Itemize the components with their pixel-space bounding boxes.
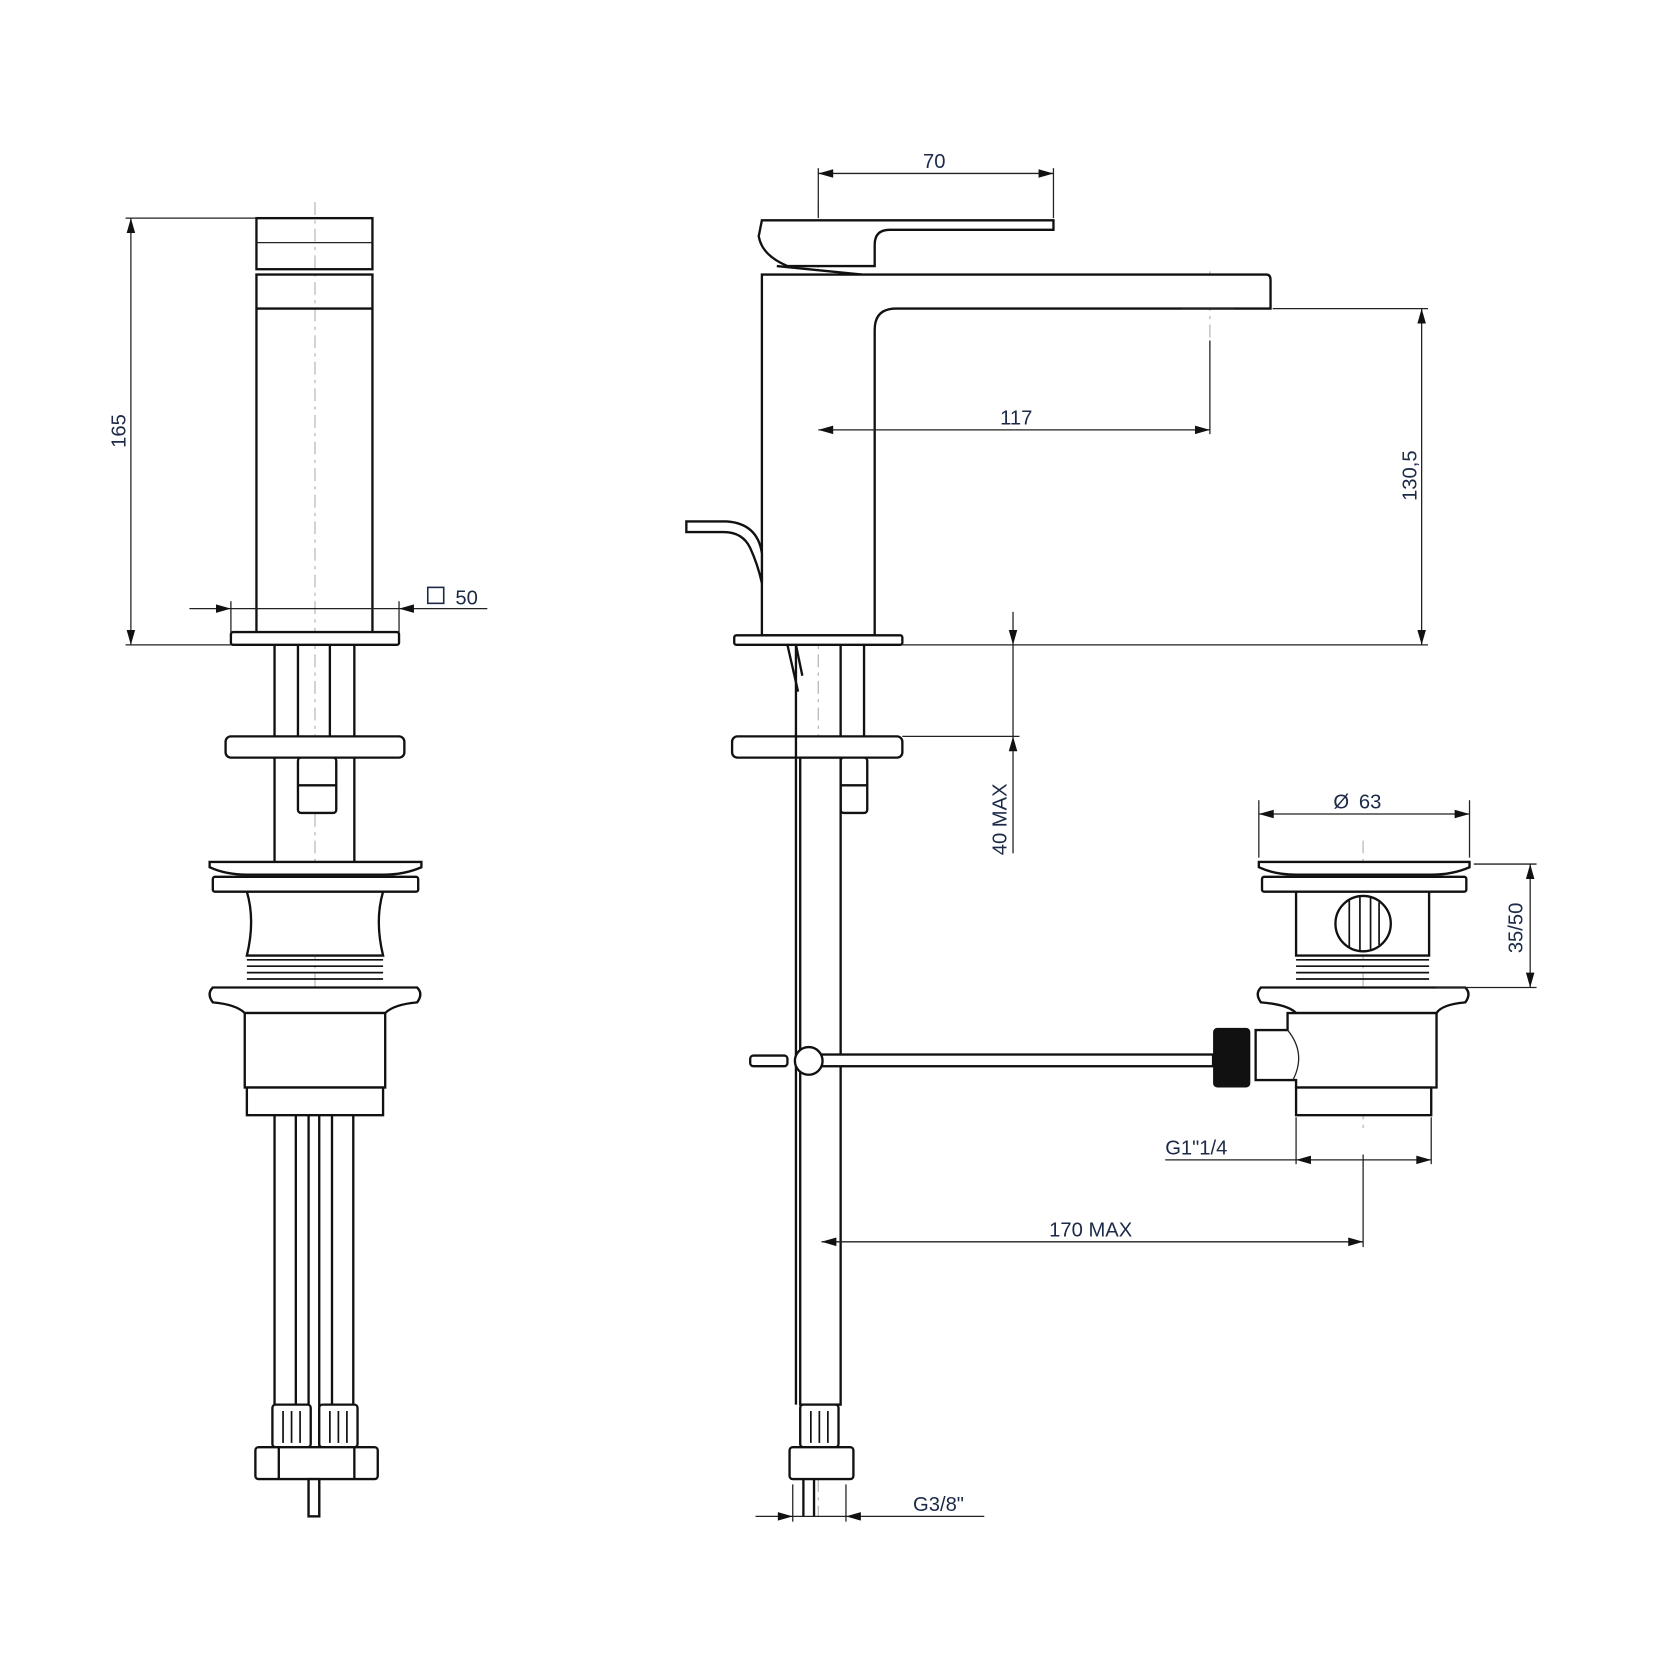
pop-up-rod: [818, 1053, 1215, 1068]
dim-label-130-5: 130,5: [1399, 450, 1421, 501]
side-hose: [799, 756, 842, 1406]
dimension-spout-reach: 117: [818, 340, 1211, 435]
dim-label-40-max: 40 MAX: [990, 783, 1012, 855]
dimension-waste-diameter: Ø 63: [1258, 792, 1471, 858]
side-hose-nut: [788, 1446, 855, 1481]
dimension-waste-thread: G1"1/4: [1165, 1117, 1432, 1165]
front-fixing-plate: [224, 735, 406, 759]
side-view: 70 117 130,5 40 MAX Ø 63: [685, 151, 1537, 1522]
front-handle-cap: [255, 216, 374, 271]
front-waste-cap: [208, 860, 423, 876]
pop-up-rod-joint: [793, 1045, 824, 1076]
side-waste-flange: [1256, 986, 1470, 1015]
square-symbol-icon: [426, 586, 445, 605]
side-fixing-plate: [730, 735, 904, 759]
side-handle: [757, 219, 1055, 268]
dim-label-70: 70: [923, 151, 945, 173]
dim-label-170-max: 170 MAX: [1049, 1219, 1133, 1241]
dimension-supply-thread: G3/8": [755, 1484, 985, 1522]
dimension-total-height: 165: [109, 217, 257, 646]
front-base-plate: [229, 630, 401, 647]
side-waste-trap: [1254, 1011, 1438, 1089]
dimension-waste-range: 35/50: [1436, 863, 1537, 989]
dim-label-165: 165: [109, 414, 131, 448]
pop-up-lever: [685, 520, 764, 584]
dimension-waste-distance: 170 MAX: [821, 1154, 1364, 1248]
front-waste-body: [245, 890, 385, 957]
dim-label-63: 63: [1359, 792, 1381, 814]
dim-label-50: 50: [455, 587, 477, 609]
dimension-deck-thickness: 40 MAX: [902, 611, 1020, 855]
front-view: 165 50: [109, 202, 488, 1518]
dim-label-g3-8: G3/8": [913, 1494, 964, 1516]
dimension-spout-height: 130,5: [902, 307, 1429, 646]
dim-label-35-50: 35/50: [1506, 903, 1528, 954]
side-base-plate: [733, 634, 904, 647]
side-waste-cap: [1257, 860, 1471, 876]
dim-label-g1-1-4: G1"1/4: [1165, 1138, 1227, 1160]
front-hose-nuts: [254, 1446, 379, 1481]
side-body-spout: [760, 273, 1272, 637]
front-waste-flange: [208, 986, 422, 1015]
diameter-symbol-icon: Ø: [1333, 792, 1349, 814]
dimension-body-square: 50: [189, 586, 488, 633]
waste-rod-connector: [1213, 1027, 1251, 1088]
dim-label-117: 117: [1000, 408, 1032, 430]
dimension-handle-length: 70: [817, 151, 1055, 219]
